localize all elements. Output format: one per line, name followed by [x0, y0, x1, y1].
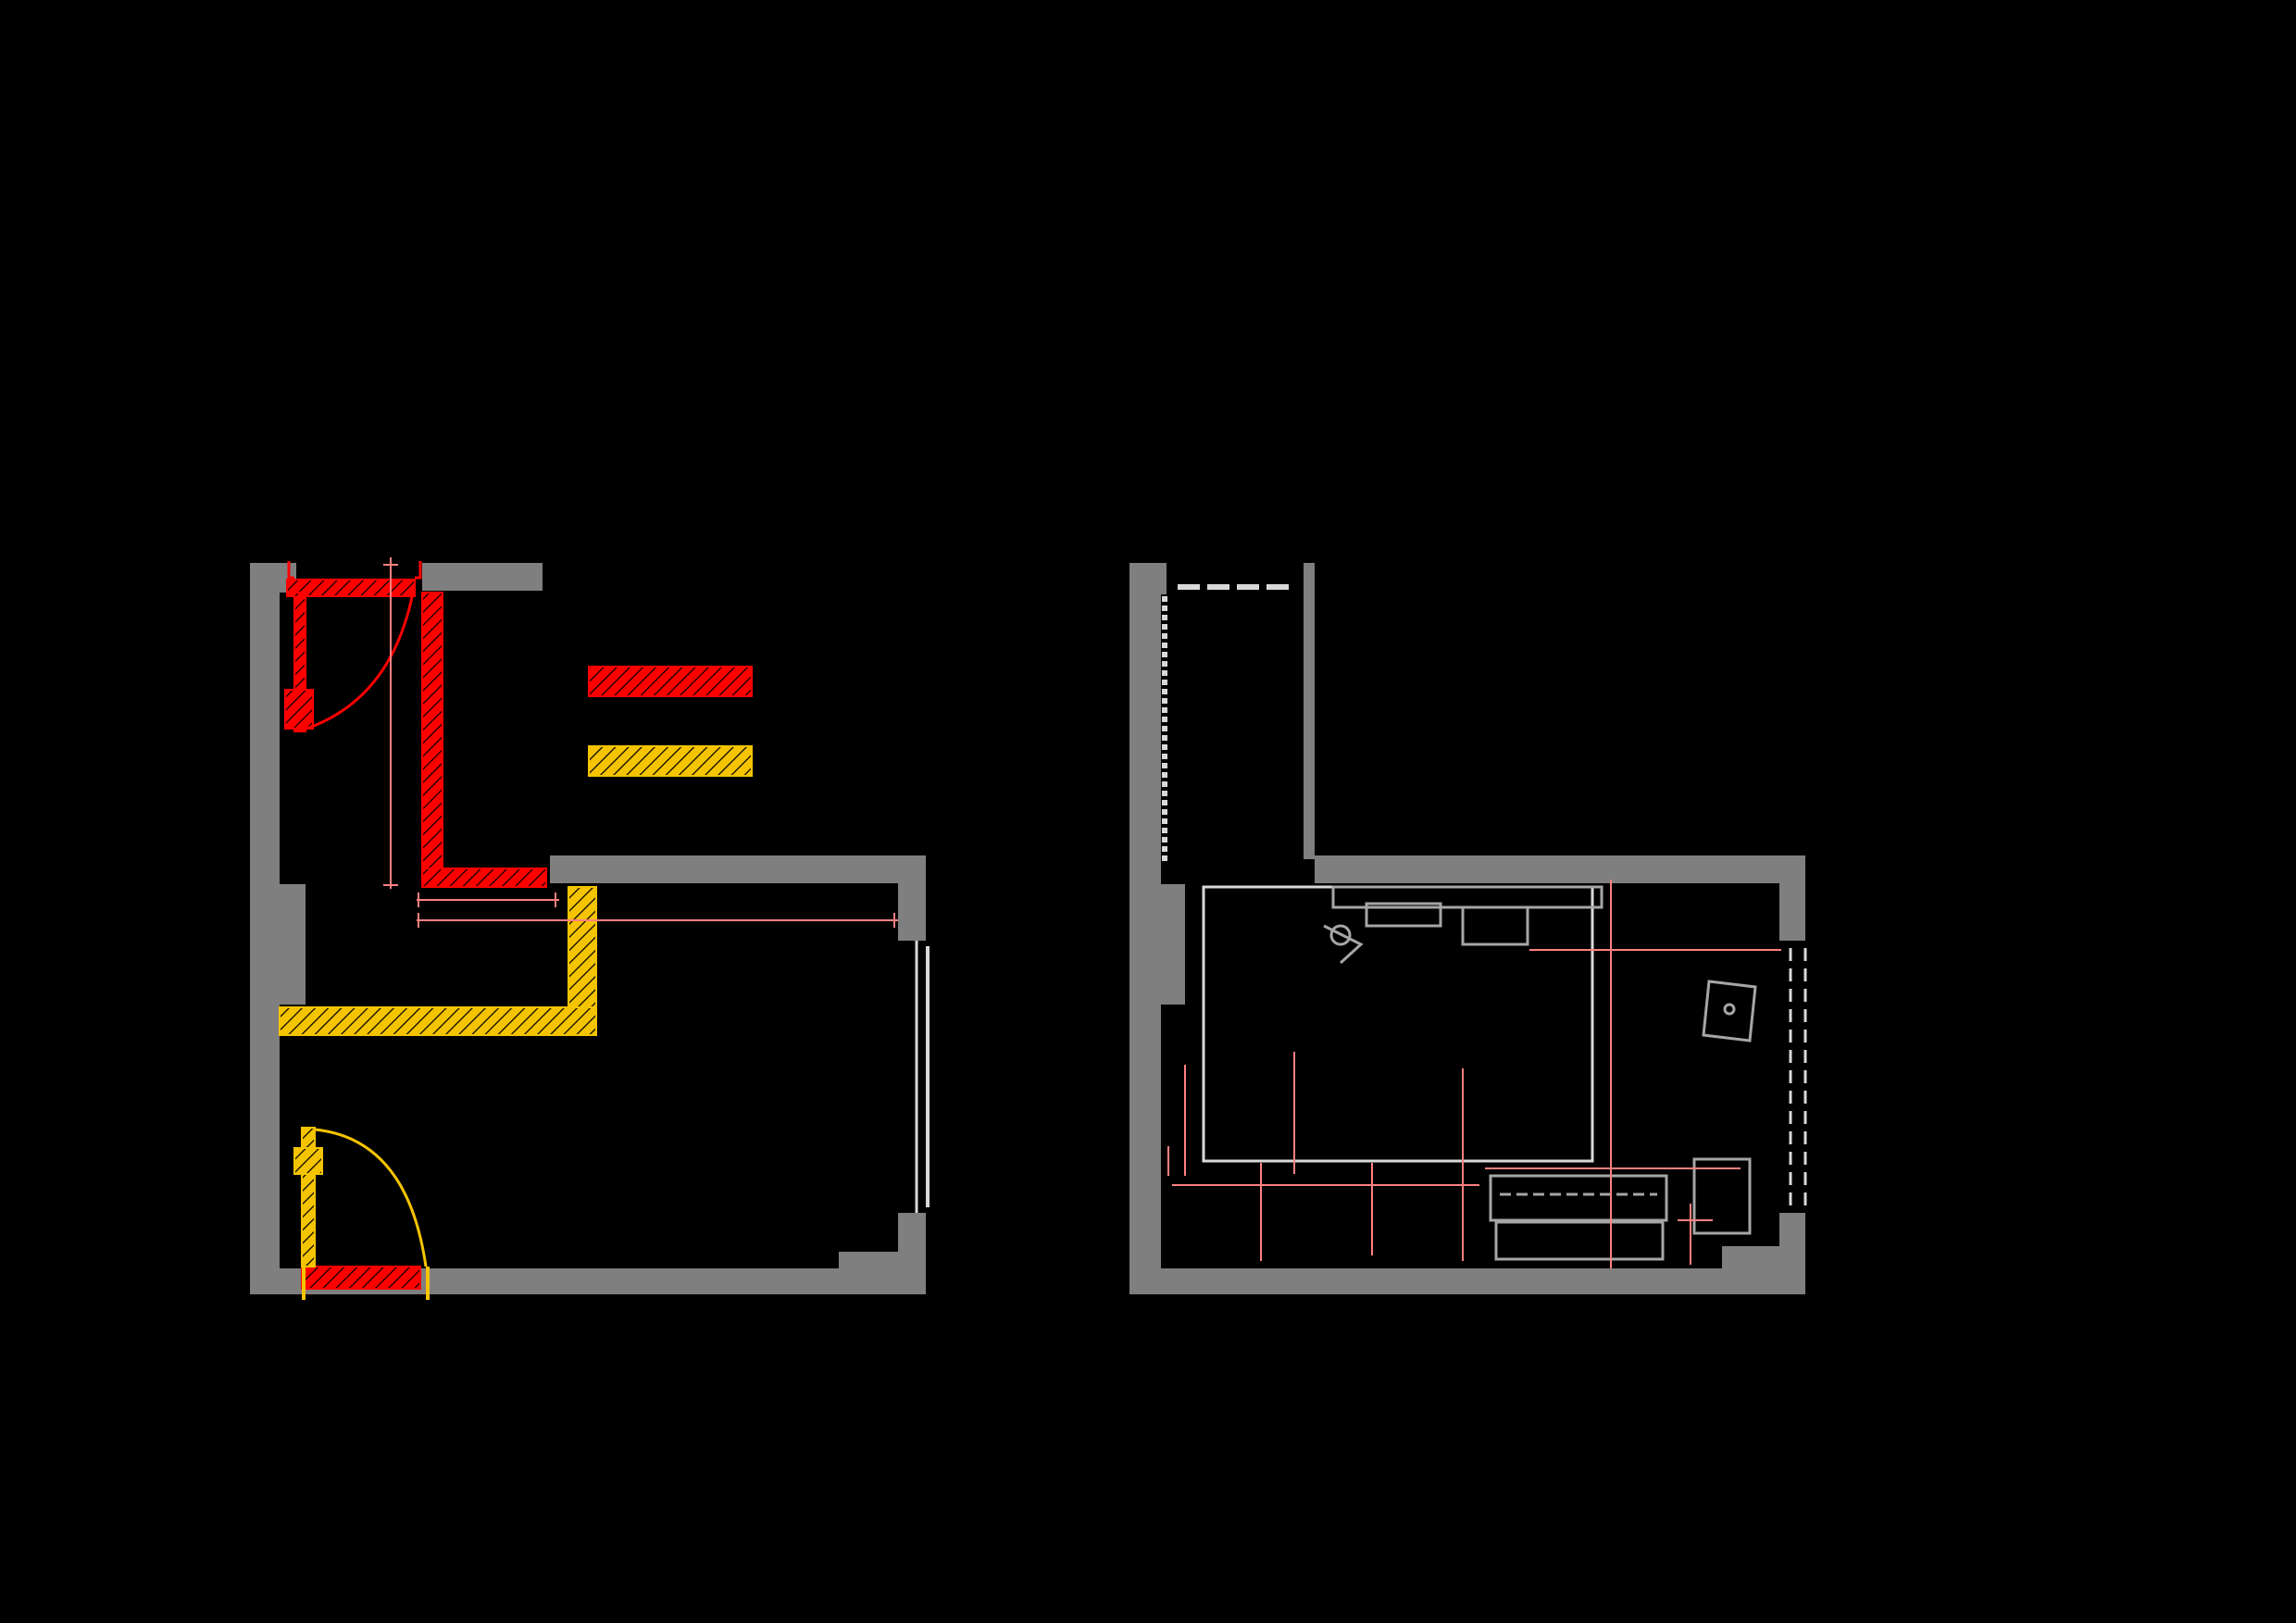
demolish-wall-vertical [421, 592, 443, 888]
right-plan-window [1789, 948, 1807, 1207]
left-plan-west-wall [250, 563, 280, 1294]
demolish-south-doorway [301, 1266, 421, 1290]
right-plan-walls [1129, 563, 1805, 1294]
furnishing-and-dimensions-plan [1129, 563, 1807, 1294]
bench [1494, 1220, 1665, 1261]
right-plan-south-wall-step [1722, 1246, 1805, 1270]
construct-door-leaf [293, 1147, 323, 1175]
demolish-wall-top [286, 579, 416, 597]
legend [588, 666, 753, 777]
right-plan-corridor-east-wall [1304, 563, 1315, 859]
demolish-door-marker-right [415, 561, 422, 580]
refrigerator [1702, 980, 1757, 1042]
left-plan-south-wall-step [839, 1252, 926, 1270]
left-plan-window [915, 941, 930, 1213]
left-plan-dimensions [383, 557, 898, 928]
construct-wall-horizontal [279, 1006, 597, 1036]
desk [1692, 1157, 1752, 1235]
yellow-hatched-legend-swatch [588, 745, 753, 777]
left-plan-north-wall-right [422, 563, 543, 591]
right-plan-furniture [1323, 885, 1757, 1261]
right-plan-south-wall [1129, 1268, 1805, 1294]
chair-icon [1329, 924, 1352, 946]
stove [1461, 905, 1529, 946]
left-plan-east-wall-top [898, 855, 926, 941]
demolish-door-marker-left [287, 561, 294, 580]
construct-walls [279, 886, 597, 1300]
left-plan-walls [250, 563, 926, 1294]
tap-icon [1323, 924, 1364, 965]
construct-door-swing [314, 1128, 428, 1267]
right-plan-east-wall-top [1779, 855, 1805, 941]
right-plan-dimensions [1167, 880, 1781, 1268]
sofa [1489, 1174, 1668, 1222]
refrigerator-handle-icon [1723, 1003, 1736, 1016]
room-outline [1202, 885, 1594, 1163]
right-plan-west-wall [1129, 563, 1161, 1294]
sink [1365, 902, 1442, 928]
right-plan-pier [1159, 884, 1185, 1005]
right-plan-north-wall-stub [1129, 563, 1167, 594]
left-plan-pier [276, 884, 306, 1005]
existing-and-alterations-plan [250, 557, 930, 1300]
demolish-door-leaf [284, 689, 314, 730]
demolish-wall-horizontal [421, 868, 547, 888]
demolish-walls [284, 561, 547, 1290]
demolish-door-swing [297, 592, 415, 733]
red-hatched-legend-swatch [588, 666, 753, 697]
left-plan-inner-north-wall [550, 855, 926, 883]
right-plan-north-wall-upper [1416, 855, 1805, 876]
